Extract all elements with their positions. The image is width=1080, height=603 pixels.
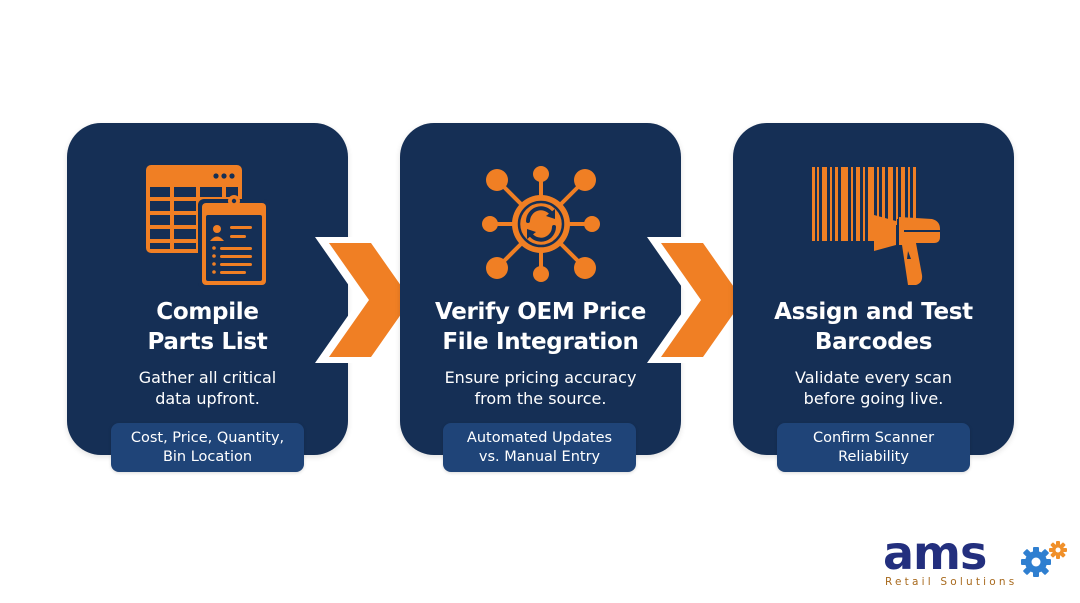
badge-line: Reliability: [838, 448, 909, 465]
gears-icon: [1021, 541, 1067, 577]
step-title: Compile Parts List: [67, 297, 348, 357]
step-badge-scanner-reliability: Confirm Scanner Reliability: [777, 423, 970, 472]
badge-line: vs. Manual Entry: [478, 448, 601, 465]
step-title-line: Assign and Test: [774, 299, 973, 325]
step-title-line: File Integration: [442, 329, 639, 355]
step-description-line: from the source.: [474, 389, 607, 408]
step-description: Ensure pricing accuracy from the source.: [400, 367, 681, 409]
badge-line: Cost, Price, Quantity,: [130, 429, 285, 446]
step-title: Verify OEM Price File Integration: [400, 297, 681, 357]
chevron-right-arrow-icon: [315, 237, 419, 363]
step-description-line: data upfront.: [155, 389, 260, 408]
step-description-line: before going live.: [803, 389, 944, 408]
logo-tagline: Retail Solutions: [885, 576, 1018, 588]
step-description: Validate every scan before going live.: [733, 367, 1014, 409]
step-card-verify-oem-price: Verify OEM Price File Integration Ensure…: [400, 123, 681, 455]
logo-wordmark: ams: [883, 526, 987, 580]
ams-retail-solutions-logo: ams Retail Solutions: [880, 526, 1070, 596]
chevron-right-arrow-icon: [647, 237, 751, 363]
badge-line: Confirm Scanner: [812, 429, 935, 446]
barcode-scanner-icon: [811, 167, 940, 285]
step-description-line: Gather all critical: [138, 368, 277, 387]
step-badge-update-method: Automated Updates vs. Manual Entry: [443, 423, 636, 472]
step-title-line: Barcodes: [814, 329, 933, 355]
step-card-assign-test-barcodes: Assign and Test Barcodes Validate every …: [733, 123, 1014, 455]
badge-line: Automated Updates: [466, 429, 613, 446]
step-title: Assign and Test Barcodes: [733, 297, 1014, 357]
step-description-line: Validate every scan: [795, 368, 952, 387]
step-badge-data-fields: Cost, Price, Quantity, Bin Location: [111, 423, 304, 472]
spreadsheet-clipboard-icon: [145, 165, 270, 289]
step-description-line: Ensure pricing accuracy: [444, 368, 637, 387]
sync-network-icon: [481, 166, 600, 282]
step-description: Gather all critical data upfront.: [67, 367, 348, 409]
step-title-line: Verify OEM Price: [434, 299, 647, 325]
step-card-compile-parts-list: Compile Parts List Gather all critical d…: [67, 123, 348, 455]
step-title-line: Parts List: [147, 329, 268, 355]
badge-line: Bin Location: [162, 448, 253, 465]
step-title-line: Compile: [156, 299, 259, 325]
